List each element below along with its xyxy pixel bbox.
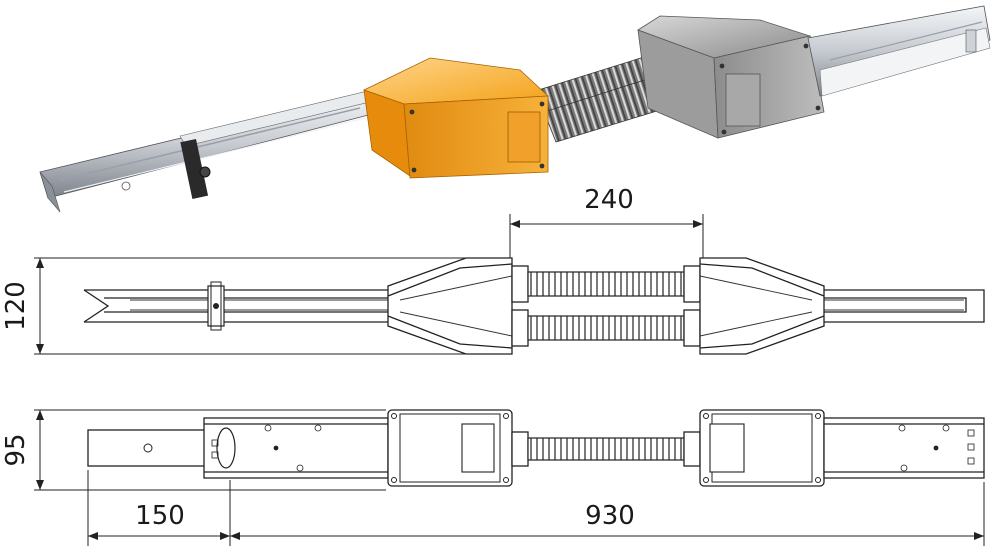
dim-label-95: 95 [1, 433, 31, 466]
dimension-total-length: 930 [230, 482, 985, 546]
side-right-coupling [699, 409, 825, 487]
dimension-bellows-length: 240 [509, 185, 704, 262]
side-left-coupling [387, 409, 513, 487]
plan-right-coupling [699, 257, 825, 355]
left-rail-3d [39, 89, 381, 213]
side-left-rail [87, 417, 389, 479]
side-bellows [511, 431, 701, 467]
dim-label-150: 150 [135, 501, 185, 531]
side-view: 95 150 930 [1, 409, 985, 546]
side-right-rail [823, 417, 985, 479]
dim-label-930: 930 [585, 501, 635, 531]
dim-label-240: 240 [584, 185, 634, 215]
coupling-left-3d [362, 57, 549, 179]
dimension-side-height: 95 [1, 409, 386, 491]
dim-label-120: 120 [1, 281, 31, 331]
plan-right-rail [824, 289, 985, 323]
coupling-right-3d [637, 15, 825, 139]
plan-left-rail [83, 281, 388, 331]
dimension-plan-width: 120 [1, 257, 470, 355]
right-rail-3d [807, 5, 991, 97]
dimension-end-offset: 150 [87, 470, 231, 546]
plan-left-coupling [387, 257, 513, 355]
plan-view: 120 [1, 257, 985, 355]
plan-bellows [511, 265, 701, 347]
isometric-view [39, 5, 991, 213]
